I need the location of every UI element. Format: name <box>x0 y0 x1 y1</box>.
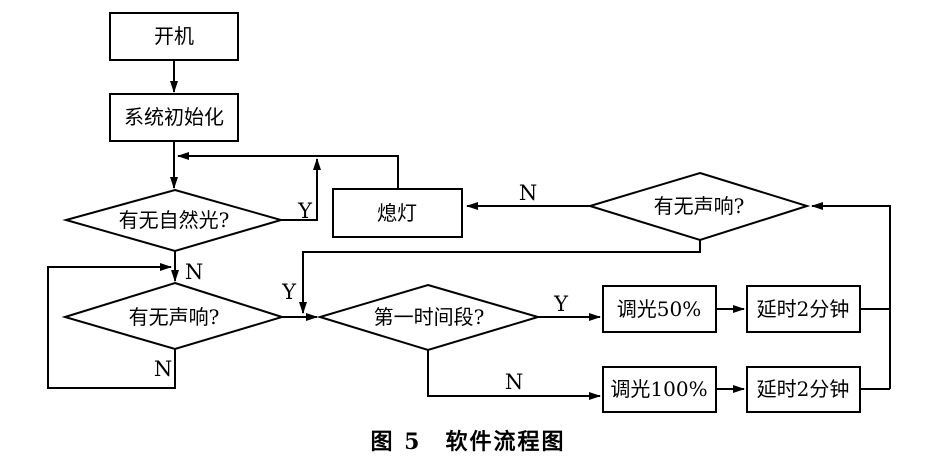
node-dim-100 <box>602 366 717 413</box>
edge-soundleft-no-loop <box>47 263 176 389</box>
edge-soundright-yes <box>299 240 701 314</box>
label-first-period-yes: Y <box>553 292 569 316</box>
decision-nodes: 有无自然光? 有无声响? 第一时间段? 有无声响? <box>61 171 811 352</box>
node-dim-50-label: 调光50% <box>617 297 701 321</box>
edge-firstperiod-no <box>427 350 601 400</box>
node-light-off-label: 熄灯 <box>377 201 417 225</box>
node-system-init <box>109 93 239 142</box>
node-delay-2min-top <box>746 285 861 333</box>
node-power-on <box>109 12 239 61</box>
label-merge-yes: Y <box>281 280 297 304</box>
node-dim-100-label: 调光100% <box>610 377 707 401</box>
decision-natural-light-label: 有无自然光? <box>119 208 230 232</box>
process-nodes: 开机 系统初始化 熄灯 调光50% 延时2分钟 调光100% 延时2分钟 <box>109 12 861 413</box>
label-natural-light-no: N <box>185 260 203 284</box>
decision-sound-right-label: 有无声响? <box>654 194 745 218</box>
label-natural-light-yes: Y <box>297 199 313 223</box>
node-system-init-label: 系统初始化 <box>124 105 224 129</box>
node-delay-2min-bottom-label: 延时2分钟 <box>757 377 850 401</box>
node-delay-2min-top-label: 延时2分钟 <box>757 297 850 321</box>
decision-first-period <box>316 283 542 352</box>
label-sound-left-no: N <box>154 357 172 381</box>
decision-sound-right <box>586 171 811 242</box>
connector-edges <box>47 60 891 400</box>
edge-delay-loop-to-soundright <box>811 202 891 389</box>
label-first-period-no: N <box>505 370 523 394</box>
edge-naturallight-yes <box>281 158 321 221</box>
node-power-on-label: 开机 <box>154 24 194 48</box>
node-light-off <box>332 188 463 238</box>
decision-sound-left-label: 有无声响? <box>129 305 220 329</box>
decision-natural-light <box>62 188 285 253</box>
node-delay-2min-bottom <box>746 366 861 413</box>
decision-sound-left <box>61 281 286 351</box>
figure-caption: 图 5 软件流程图 <box>371 429 566 455</box>
decision-first-period-label: 第一时间段? <box>374 305 485 329</box>
edge-lightoff-feedback <box>177 152 399 189</box>
branch-labels: Y N N Y Y N N <box>154 181 569 394</box>
label-sound-right-no: N <box>519 181 537 205</box>
node-dim-50 <box>602 285 717 333</box>
